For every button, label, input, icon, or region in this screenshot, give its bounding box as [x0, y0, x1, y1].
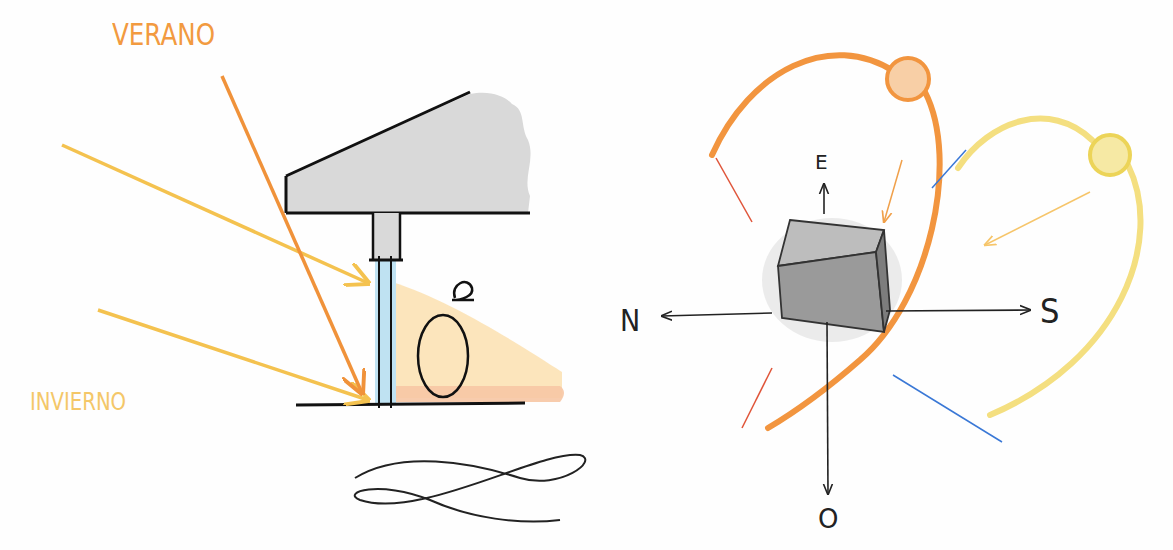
sun-rays	[62, 76, 368, 400]
horizon-ticks	[716, 150, 1002, 442]
floor-line	[296, 403, 525, 405]
sun-path-winter	[958, 119, 1140, 415]
glazing	[369, 256, 403, 408]
sun-path-summer	[712, 55, 940, 428]
season-label: VERANO	[112, 20, 215, 50]
ground-scribble	[355, 455, 586, 522]
compass-letter: E	[815, 152, 828, 172]
roof-overhang	[286, 92, 531, 260]
sunlight-patch	[392, 282, 564, 402]
compass-letter: O	[818, 506, 838, 532]
building-block	[762, 218, 902, 342]
compass-arrows	[662, 184, 1030, 494]
season-label: INVIERNO	[30, 390, 126, 414]
compass-letter: N	[620, 306, 640, 336]
person-figure	[418, 282, 474, 397]
compass-letter: S	[1040, 294, 1059, 328]
